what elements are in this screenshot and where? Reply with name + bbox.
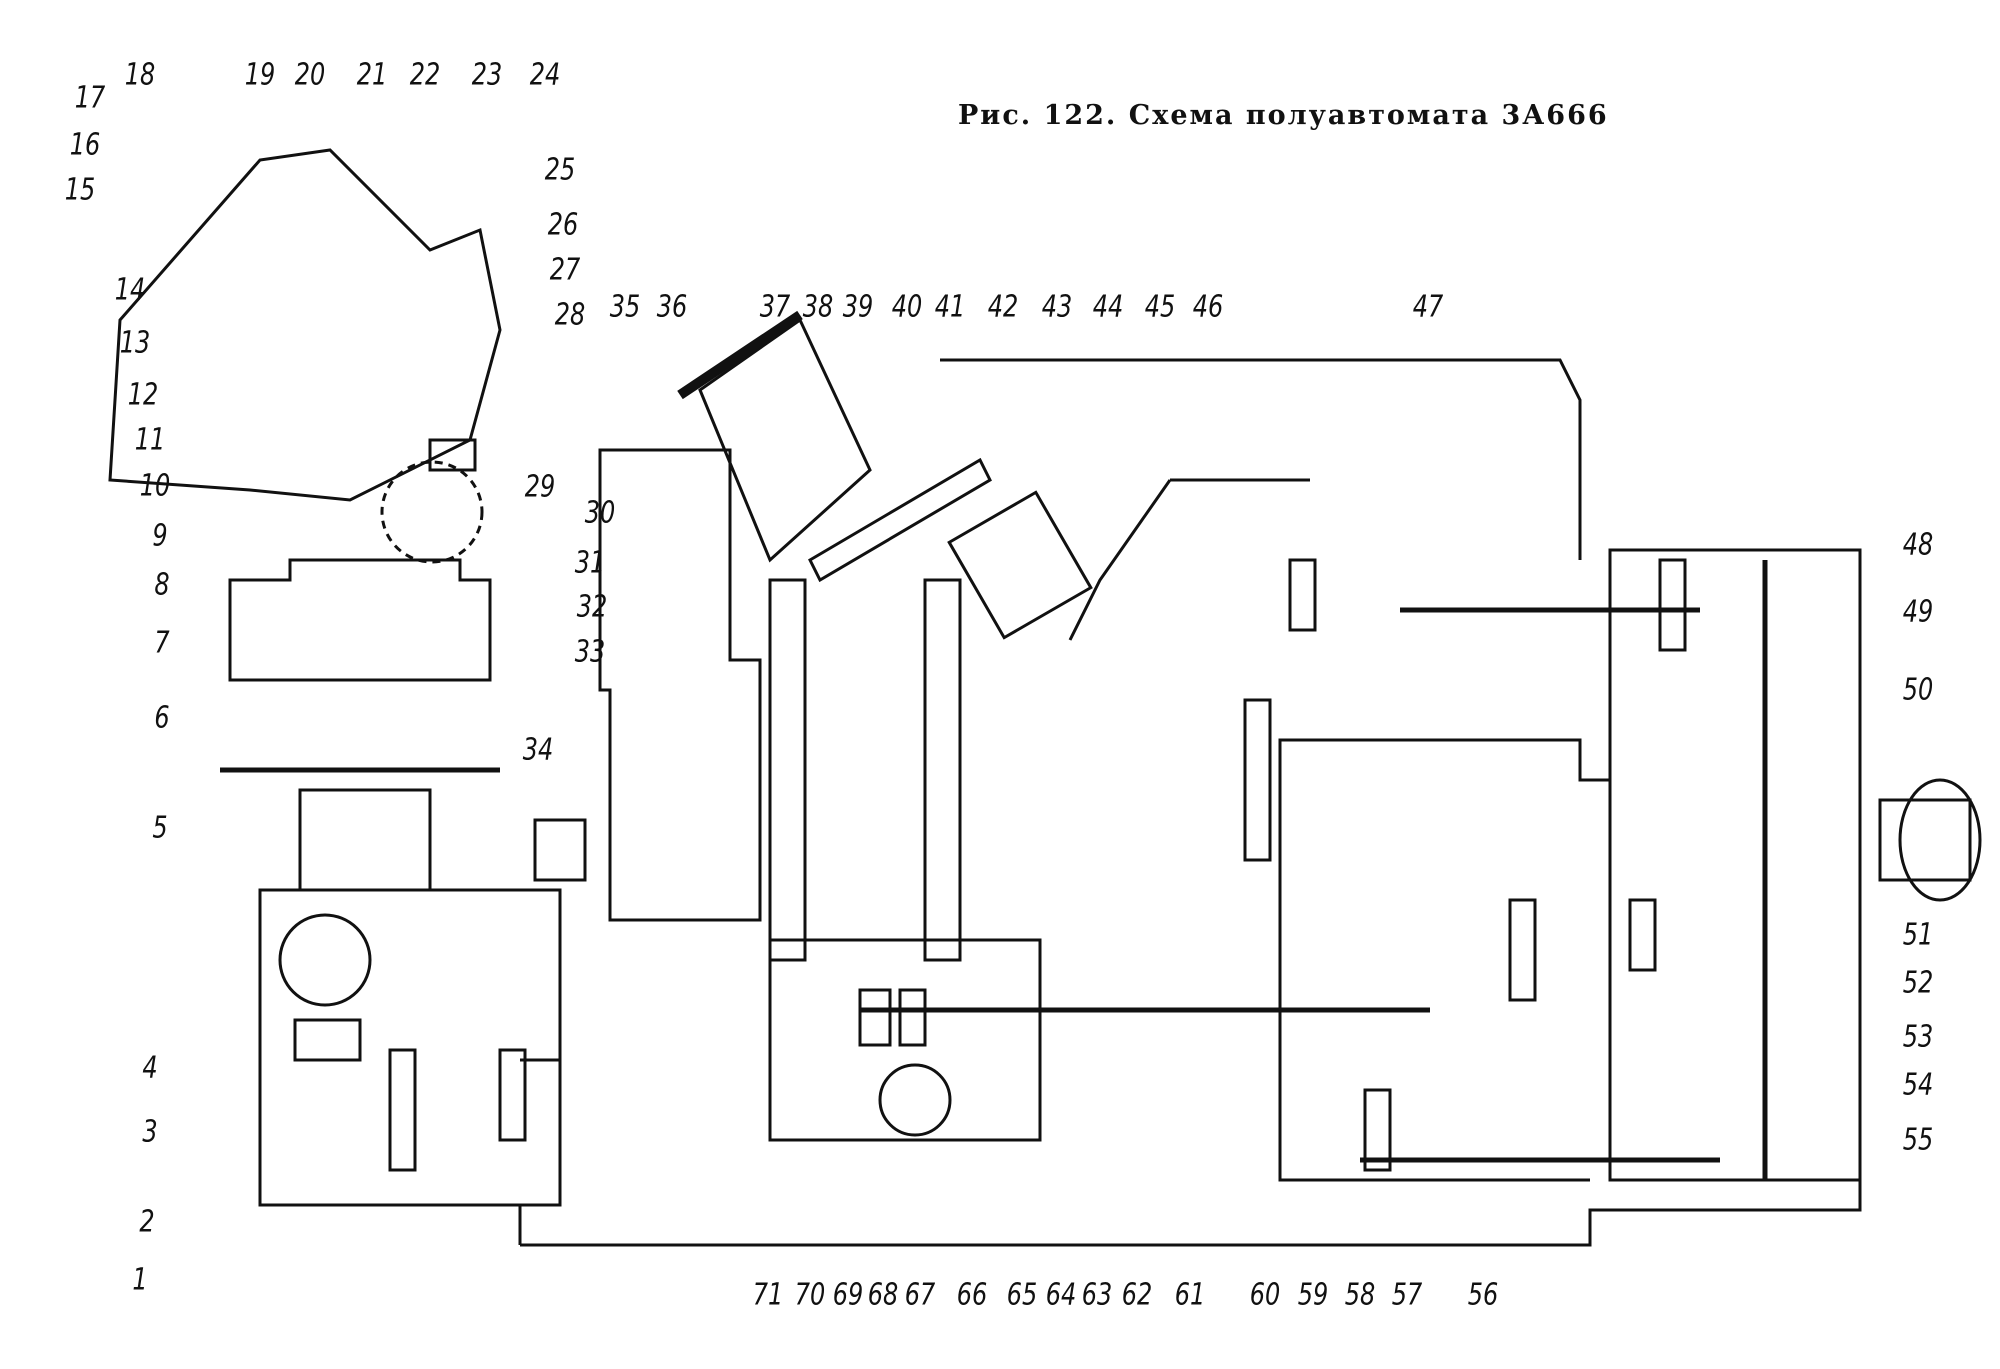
label-19: 19	[244, 57, 276, 93]
wheel-carriage-right	[923, 578, 962, 962]
label-27: 27	[549, 252, 581, 288]
label-41: 41	[934, 289, 966, 325]
label-31: 31	[574, 545, 606, 581]
label-25: 25	[544, 152, 576, 188]
label-45: 45	[1144, 289, 1176, 325]
dress-diamond	[677, 310, 803, 400]
label-66: 66	[956, 1277, 988, 1313]
label-70: 70	[794, 1277, 826, 1313]
cam-small	[878, 1063, 952, 1137]
label-37: 37	[759, 289, 791, 325]
label-15: 15	[64, 172, 96, 208]
label-42: 42	[987, 289, 1019, 325]
label-50: 50	[1902, 672, 1934, 708]
label-52: 52	[1902, 965, 1934, 1001]
label-58: 58	[1344, 1277, 1376, 1313]
label-11: 11	[134, 422, 166, 458]
figure-caption: Рис. 122. Схема полуавтомата 3А666	[958, 100, 1609, 131]
motor-left	[533, 818, 587, 882]
label-35: 35	[609, 289, 641, 325]
label-49: 49	[1902, 594, 1934, 630]
dashed-circle	[380, 460, 484, 564]
label-30: 30	[584, 495, 616, 531]
label-62: 62	[1121, 1277, 1153, 1313]
label-3: 3	[142, 1114, 158, 1150]
wheel-carriage-left	[768, 578, 807, 962]
label-6: 6	[154, 700, 170, 736]
machine-bed	[520, 548, 1862, 1247]
label-33: 33	[574, 634, 606, 670]
tilted-head	[108, 148, 502, 502]
label-53: 53	[1902, 1019, 1934, 1055]
left-column	[298, 788, 432, 890]
label-26: 26	[547, 207, 579, 243]
arm	[808, 457, 992, 583]
label-39: 39	[842, 289, 874, 325]
label-64: 64	[1045, 1277, 1077, 1313]
label-16: 16	[69, 127, 101, 163]
label-23: 23	[471, 57, 503, 93]
label-32: 32	[576, 589, 608, 625]
label-5: 5	[152, 810, 168, 846]
label-47: 47	[1412, 289, 1444, 325]
wheel-guard	[698, 317, 872, 563]
label-1: 1	[132, 1262, 148, 1298]
label-61: 61	[1174, 1277, 1206, 1313]
label-7: 7	[154, 625, 170, 661]
label-36: 36	[656, 289, 688, 325]
label-65: 65	[1006, 1277, 1038, 1313]
label-44: 44	[1092, 289, 1124, 325]
label-10: 10	[139, 468, 171, 504]
middle-column	[598, 448, 762, 922]
label-22: 22	[409, 57, 441, 93]
label-59: 59	[1297, 1277, 1329, 1313]
gears	[293, 438, 1687, 1172]
label-51: 51	[1902, 917, 1934, 953]
label-63: 63	[1081, 1277, 1113, 1313]
label-2: 2	[139, 1204, 155, 1240]
bed-left	[258, 888, 562, 1245]
label-28: 28	[554, 297, 586, 333]
label-71: 71	[752, 1277, 784, 1313]
label-55: 55	[1902, 1122, 1934, 1158]
motor-upper	[947, 490, 1093, 640]
label-34: 34	[522, 732, 554, 768]
upper-housing	[940, 358, 1582, 560]
right-housing	[1608, 548, 1862, 1182]
table-frame	[768, 938, 1042, 1142]
label-21: 21	[356, 57, 388, 93]
label-14: 14	[114, 272, 146, 308]
label-20: 20	[294, 57, 326, 93]
label-40: 40	[891, 289, 923, 325]
label-48: 48	[1902, 527, 1934, 563]
cam-large	[278, 913, 372, 1007]
label-67: 67	[904, 1277, 936, 1313]
label-54: 54	[1902, 1067, 1934, 1103]
wheel-right	[1898, 778, 1982, 902]
label-8: 8	[154, 567, 170, 603]
lower-gearbox	[258, 888, 562, 1207]
label-56: 56	[1467, 1277, 1499, 1313]
label-18: 18	[124, 57, 156, 93]
label-43: 43	[1041, 289, 1073, 325]
label-12: 12	[127, 377, 159, 413]
label-68: 68	[867, 1277, 899, 1313]
label-29: 29	[524, 469, 556, 505]
motor-right	[1878, 798, 1972, 882]
left-head	[228, 558, 492, 682]
label-69: 69	[832, 1277, 864, 1313]
label-46: 46	[1192, 289, 1224, 325]
label-38: 38	[802, 289, 834, 325]
label-4: 4	[142, 1050, 158, 1086]
label-13: 13	[119, 325, 151, 361]
label-24: 24	[529, 57, 561, 93]
label-17: 17	[74, 80, 106, 116]
label-9: 9	[152, 518, 168, 554]
label-57: 57	[1391, 1277, 1423, 1313]
label-60: 60	[1249, 1277, 1281, 1313]
spindle-housing	[1068, 478, 1310, 641]
